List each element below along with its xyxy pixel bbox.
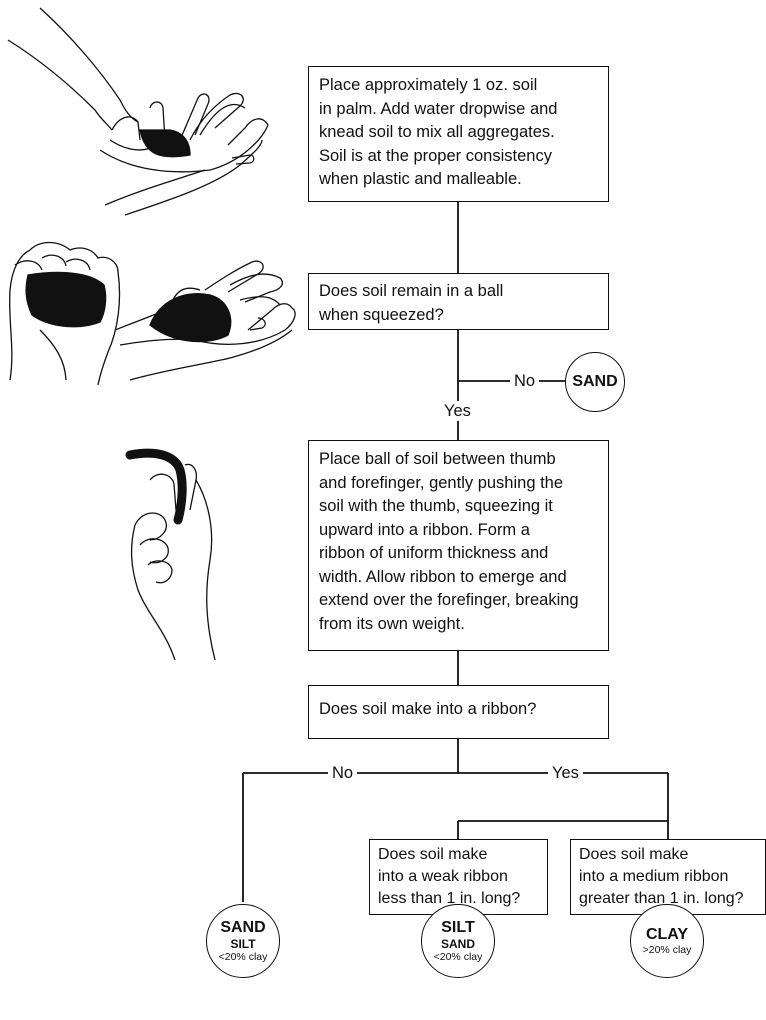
result-sand-silt-main: SAND xyxy=(220,918,266,936)
result-silt-sand-note: <20% clay xyxy=(433,950,483,963)
hand-kneading-soil-illustration xyxy=(7,7,269,216)
result-silt-sand-main: SILT xyxy=(441,918,475,936)
branch-ball-yes-label: Yes xyxy=(440,401,475,421)
branch-ribbon-no-label: No xyxy=(328,763,358,783)
branch-ball-no-label: No xyxy=(510,371,540,391)
branch-ribbon-yes-label: Yes xyxy=(548,763,583,783)
question-ball-box: Does soil remain in a ball when squeezed… xyxy=(308,273,609,330)
result-clay-circle: CLAY >20% clay xyxy=(630,904,704,978)
result-clay-note: >20% clay xyxy=(642,943,692,956)
step-place-soil-box: Place approximately 1 oz. soil in palm. … xyxy=(308,66,609,202)
question-weak-ribbon-box: Does soil make into a weak ribbon less t… xyxy=(369,839,548,915)
result-clay-main: CLAY xyxy=(645,925,689,943)
result-silt-sand-circle: SILT SAND <20% clay xyxy=(421,904,495,978)
question-ball-text: Does soil remain in a ball when squeezed… xyxy=(319,282,504,324)
open-palm-ball-illustration xyxy=(114,260,296,381)
result-sand-silt-circle: SAND SILT <20% clay xyxy=(206,904,280,978)
question-ribbon-text: Does soil make into a ribbon? xyxy=(319,700,537,718)
question-weak-ribbon-text: Does soil make into a weak ribbon less t… xyxy=(378,846,521,907)
hand-squeezing-ball-illustration xyxy=(8,241,121,386)
step-ribbon-text: Place ball of soil between thumb and for… xyxy=(319,450,579,633)
step-place-soil-text: Place approximately 1 oz. soil in palm. … xyxy=(319,76,558,188)
thumb-forefinger-ribbon-illustration xyxy=(125,448,216,661)
result-sand-circle: SAND xyxy=(565,352,625,412)
question-ribbon-box: Does soil make into a ribbon? xyxy=(308,685,609,739)
step-ribbon-box: Place ball of soil between thumb and for… xyxy=(308,440,609,651)
result-sand-silt-note: <20% clay xyxy=(218,950,268,963)
result-sand-label: SAND xyxy=(572,373,618,390)
result-sand-silt-sub: SILT xyxy=(230,936,256,951)
result-silt-sand-sub: SAND xyxy=(440,936,475,951)
question-medium-ribbon-text: Does soil make into a medium ribbon grea… xyxy=(579,846,744,907)
